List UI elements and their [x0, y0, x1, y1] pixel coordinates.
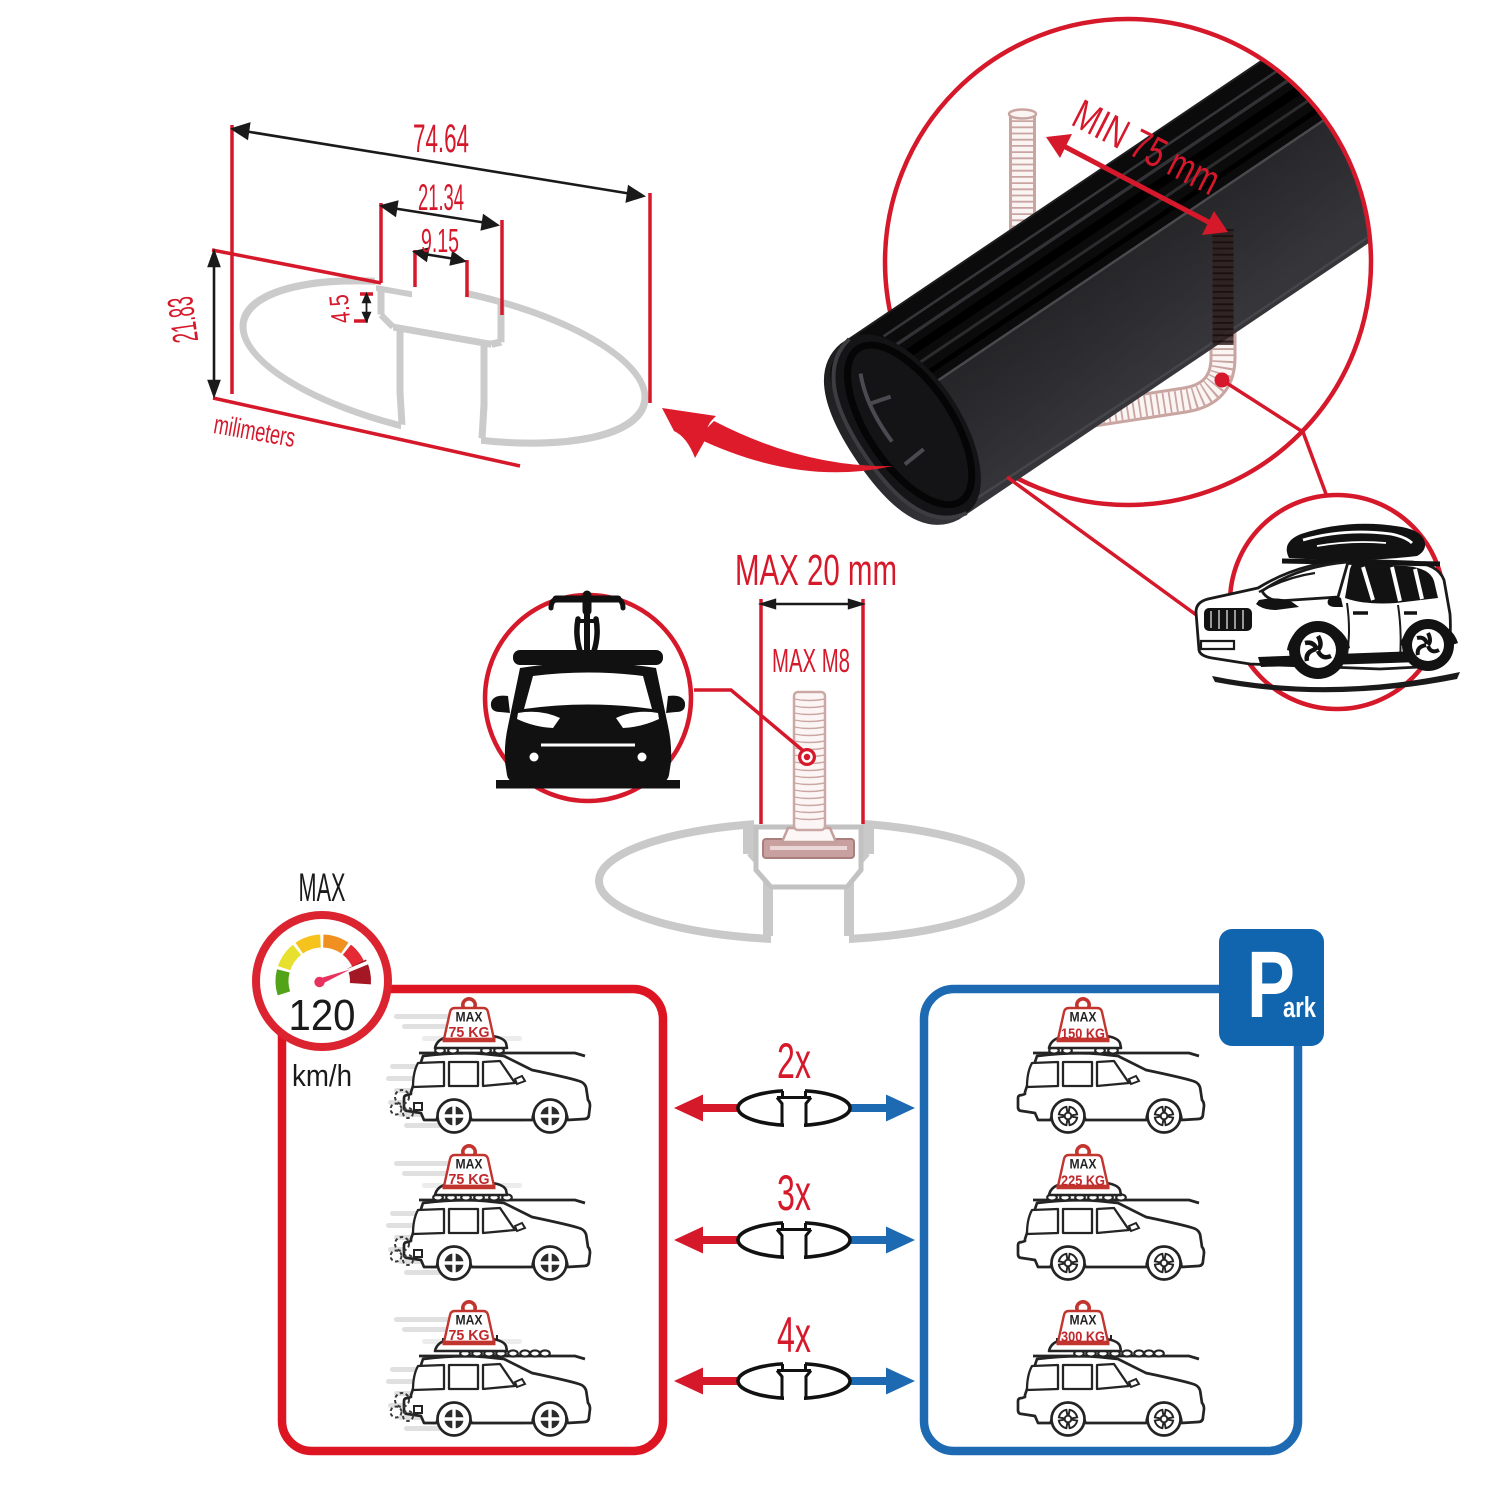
svg-text:21.34: 21.34	[418, 177, 464, 218]
svg-text:150 KG: 150 KG	[1061, 1027, 1105, 1043]
svg-text:4.5: 4.5	[324, 293, 357, 325]
svg-text:milimeters: milimeters	[212, 409, 298, 453]
svg-text:ark: ark	[1283, 992, 1317, 1024]
svg-text:2x: 2x	[777, 1033, 811, 1089]
svg-text:75 KG: 75 KG	[449, 1171, 490, 1188]
svg-text:300 KG: 300 KG	[1061, 1330, 1105, 1346]
svg-text:75 KG: 75 KG	[449, 1024, 490, 1041]
svg-text:120: 120	[289, 991, 356, 1040]
svg-text:21.83: 21.83	[159, 294, 206, 345]
svg-text:km/h: km/h	[292, 1058, 352, 1093]
svg-text:MAX M8: MAX M8	[772, 642, 850, 679]
svg-text:MAX 20 mm: MAX 20 mm	[735, 546, 897, 595]
svg-text:225 KG: 225 KG	[1061, 1174, 1105, 1190]
svg-text:3x: 3x	[777, 1165, 811, 1221]
svg-text:74.64: 74.64	[413, 117, 469, 161]
svg-text:9.15: 9.15	[421, 222, 459, 259]
svg-text:4x: 4x	[777, 1307, 811, 1363]
svg-text:75 KG: 75 KG	[449, 1327, 490, 1344]
svg-text:MAX: MAX	[299, 866, 346, 910]
svg-text:P: P	[1247, 932, 1295, 1038]
